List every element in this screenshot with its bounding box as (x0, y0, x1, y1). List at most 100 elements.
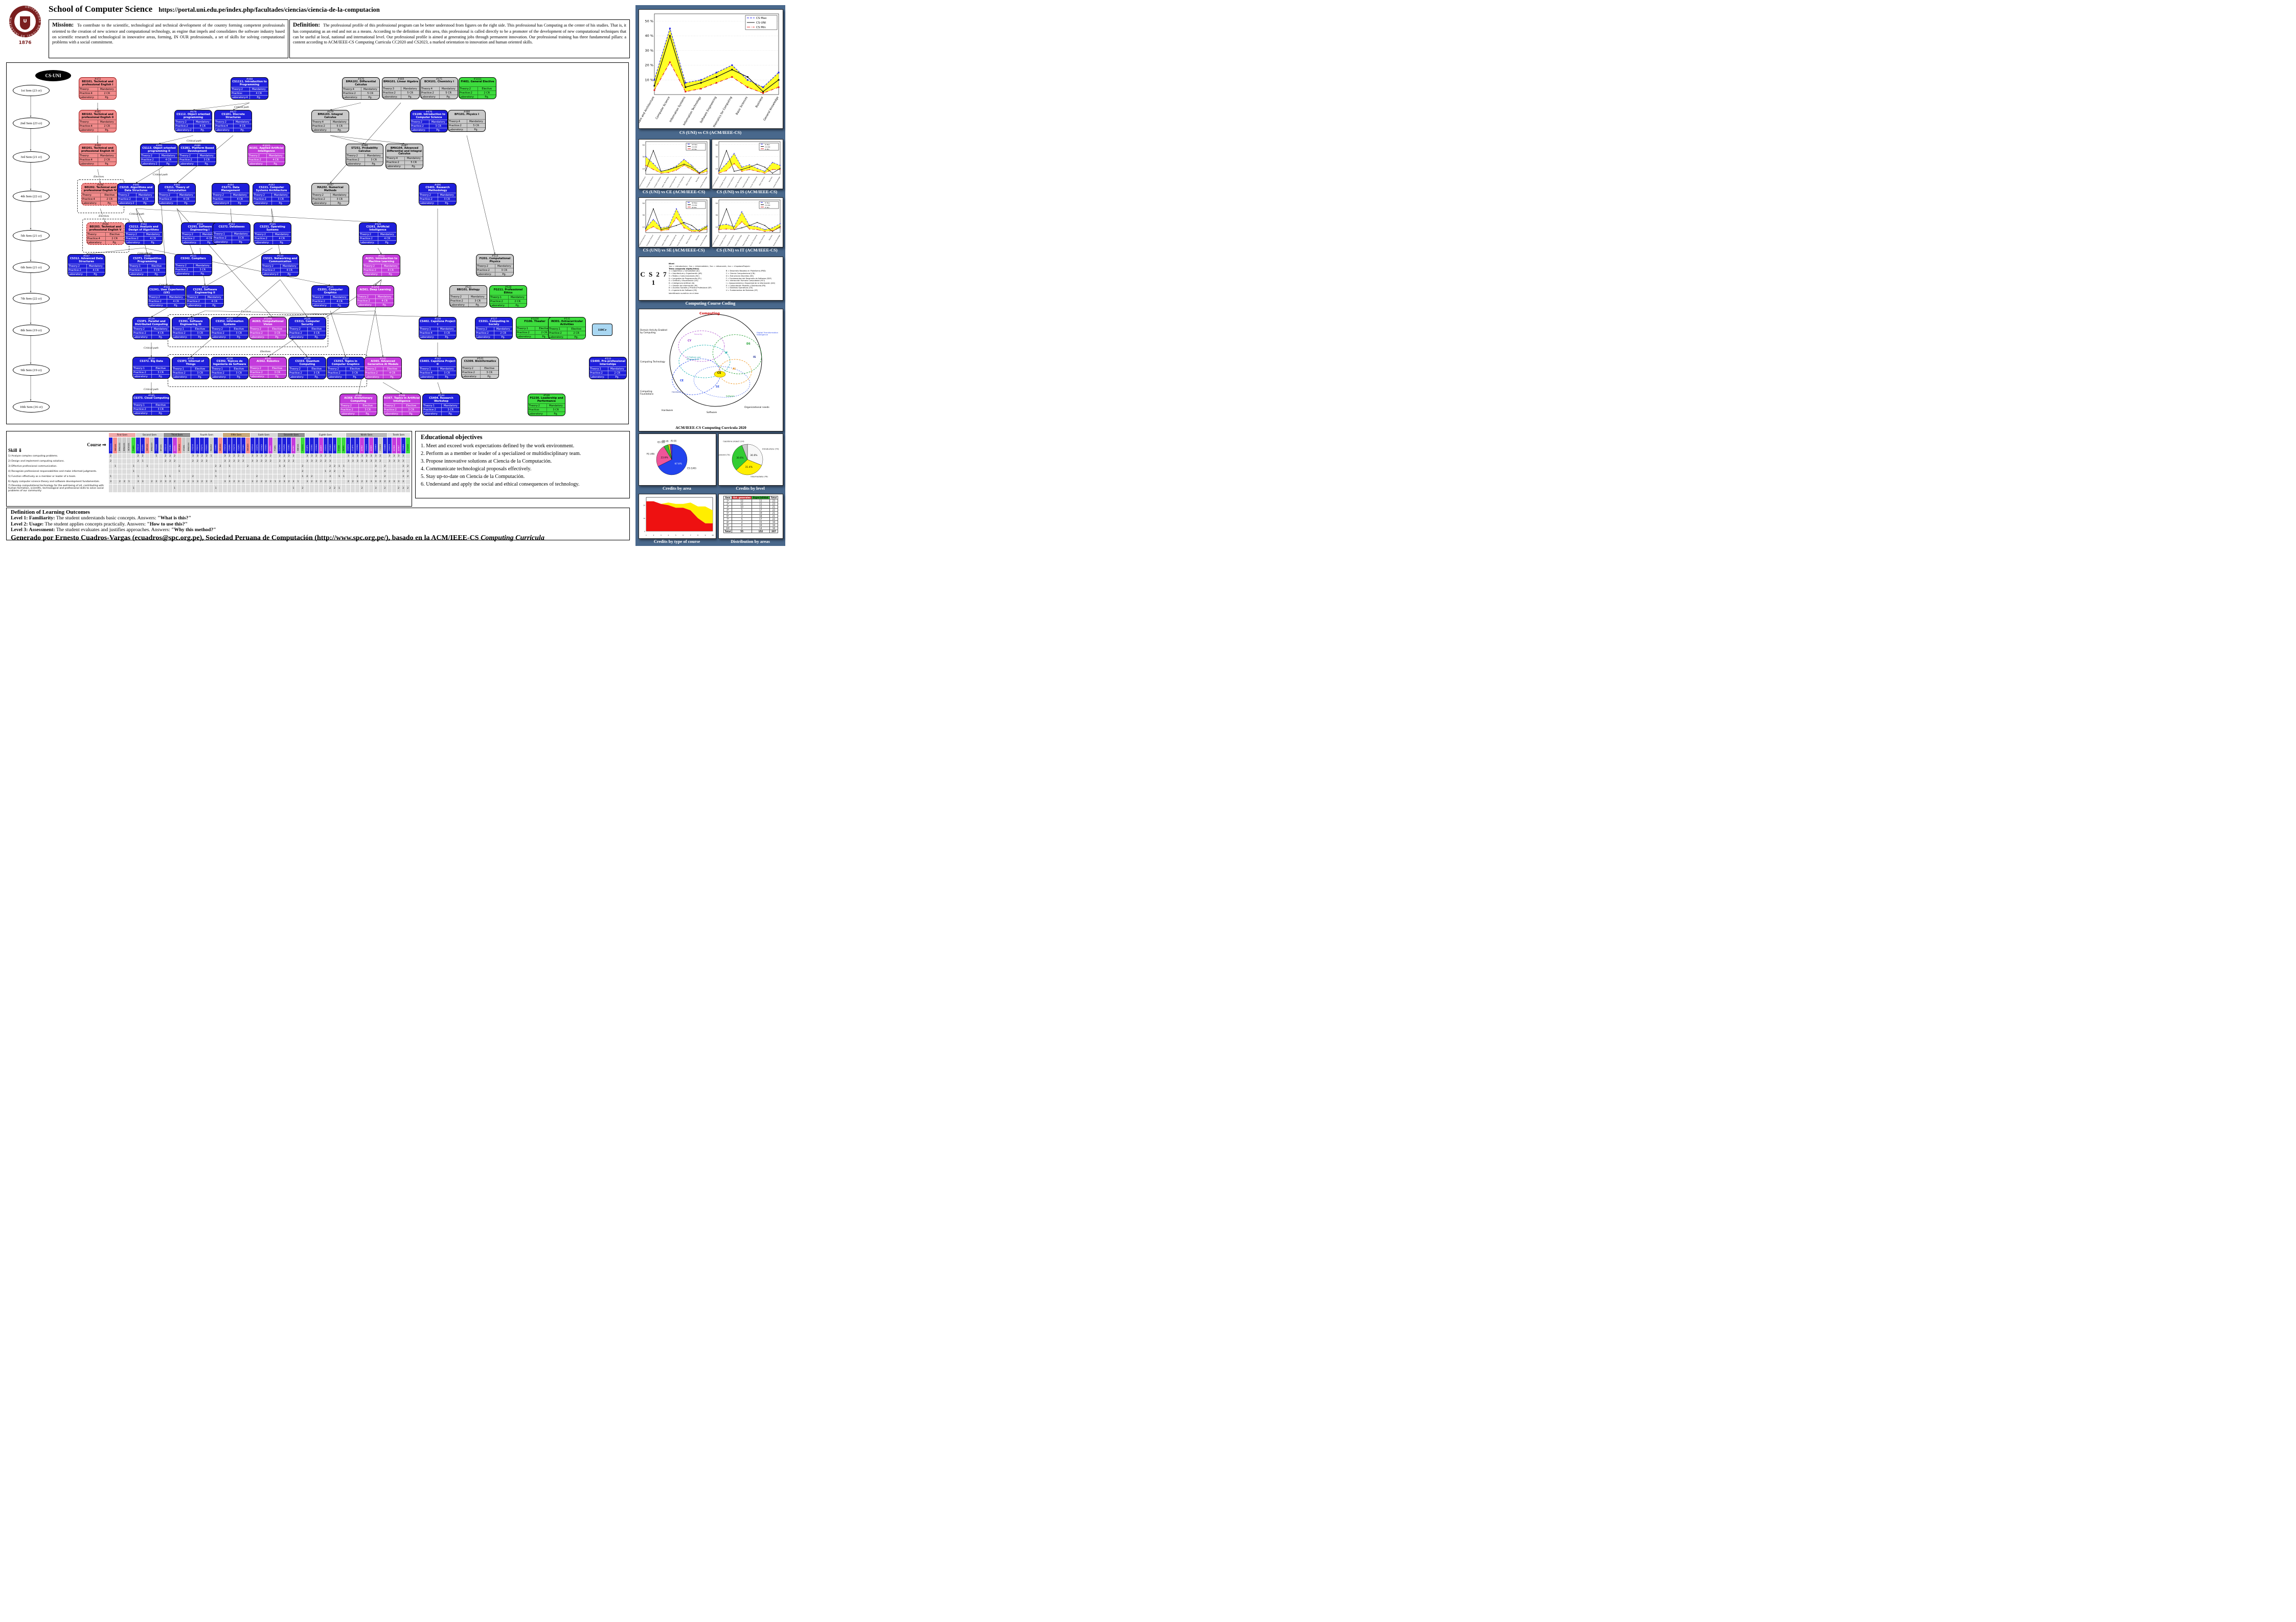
coding-tema-entry: S = Gráficos y Visualización (VG) (669, 280, 698, 282)
matrix-course-FI106: FI106 (336, 437, 342, 454)
matrix-cell (236, 469, 241, 474)
svg-text:IT Min: IT Min (765, 207, 769, 209)
matrix-cell: 2 (163, 459, 168, 464)
svg-text:Computer Science: Computer Science (655, 96, 671, 120)
matrix-cell (204, 484, 210, 493)
portal-url[interactable]: https://portal.uni.edu.pe/index.php/facu… (158, 6, 380, 13)
matrix-cell: 2 (167, 479, 173, 485)
matrix-course-CS404: CS404 (400, 437, 406, 454)
course-name: AI101. Applied Artificial Intelligence (249, 147, 284, 153)
matrix-cell: 1 (131, 484, 137, 493)
matrix-cell (145, 474, 150, 479)
matrix-cell (145, 479, 150, 485)
svg-text:Information Systems: Information Systems (725, 176, 735, 188)
matrix-cell: 1 (291, 484, 296, 493)
matrix-cell (391, 464, 397, 469)
matrix-cell (176, 474, 182, 479)
matrix-cell: 3 (163, 479, 168, 485)
matrix-cell: 2 (226, 459, 232, 464)
matrix-cell: 1 (131, 464, 137, 469)
matrix-cell (318, 469, 324, 474)
matrix-cell (291, 474, 296, 479)
matrix-cell (181, 484, 187, 493)
matrix-cell (236, 474, 241, 479)
matrix-cell: 3 (355, 459, 360, 464)
matrix-cell (158, 459, 164, 464)
matrix-cell: 1 (272, 479, 278, 485)
definition-text-1: The professional profile of this profess… (293, 23, 627, 39)
matrix-course-CS351: CS351 (286, 437, 292, 454)
course-id: #511 (190, 255, 197, 258)
